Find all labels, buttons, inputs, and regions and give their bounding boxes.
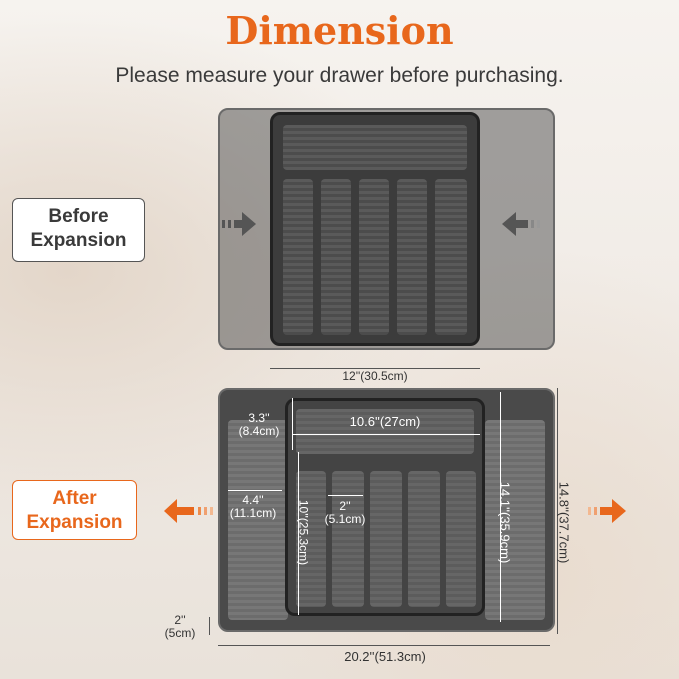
- arrow-left-icon: [502, 212, 540, 236]
- arrow-right-icon: [222, 212, 256, 236]
- dimension-line: [270, 368, 480, 369]
- dim-line-inner-depth: [500, 392, 501, 622]
- dim-height-cm: (5cm): [164, 626, 196, 640]
- page-title: Dimension: [225, 8, 454, 53]
- dim-side-depth: 3.3''(8.4cm): [226, 412, 292, 438]
- dim-height: 2''(5cm): [160, 614, 200, 640]
- dim-line-outer-depth: [557, 388, 558, 634]
- dim-side-width-cm: (11.1cm): [229, 506, 277, 520]
- dim-line-side-width: [228, 490, 282, 491]
- dim-side-depth-cm: (8.4cm): [238, 424, 280, 438]
- dim-top-width: 10.6''(27cm): [349, 414, 421, 429]
- dim-line-top-width: [292, 434, 480, 435]
- dim-slot-width: 2''(5.1cm): [320, 500, 370, 526]
- dim-line-slot-width: [328, 495, 363, 496]
- dim-line-side-depth: [292, 398, 293, 450]
- before-width-label: 12''(30.5cm): [342, 369, 408, 383]
- dim-slot-length: 10''(25.3cm): [296, 499, 311, 566]
- tray-after-inner: [285, 398, 485, 616]
- dim-line-slot-length: [298, 452, 299, 615]
- after-expansion-label: After Expansion: [12, 480, 137, 540]
- dim-side-depth-in: 3.3'': [248, 411, 270, 425]
- tray-before-inner: [270, 112, 480, 346]
- dim-outer-depth: 14.8''(37.7cm): [556, 481, 572, 564]
- dim-inner-depth: 14.1''(35.9cm): [497, 481, 513, 564]
- before-expansion-label: Before Expansion: [12, 198, 145, 262]
- dim-side-width: 4.4''(11.1cm): [220, 494, 286, 520]
- dim-slot-width-cm: (5.1cm): [324, 512, 366, 526]
- orange-arrow-right-icon: [588, 499, 626, 523]
- subtitle: Please measure your drawer before purcha…: [115, 64, 564, 87]
- dim-line-total-width: [218, 645, 550, 646]
- dim-total-width: 20.2''(51.3cm): [344, 649, 426, 664]
- dim-slot-width-in: 2'': [339, 499, 351, 513]
- dim-side-width-in: 4.4'': [242, 493, 264, 507]
- dim-line-height: [209, 617, 210, 635]
- orange-arrow-left-icon: [164, 499, 213, 523]
- dim-height-in: 2'': [174, 613, 186, 627]
